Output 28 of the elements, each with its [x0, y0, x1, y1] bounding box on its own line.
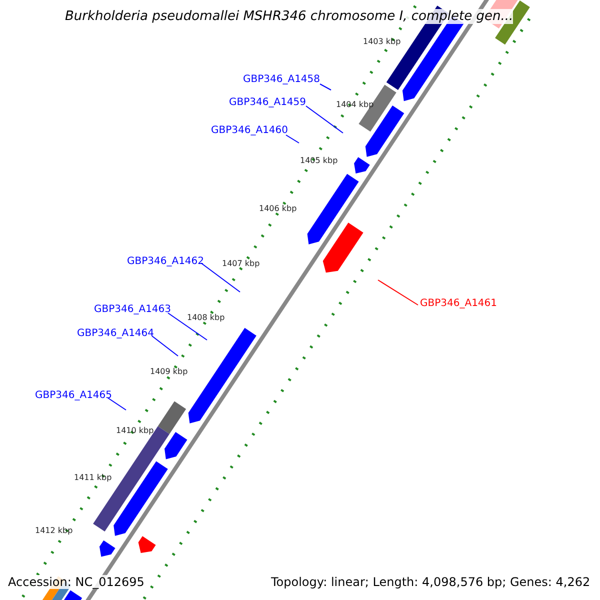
leader-line — [306, 106, 344, 134]
leader-line — [152, 336, 178, 356]
scale-label: 1412 kbp — [35, 526, 73, 535]
genome-summary-note: Topology: linear; Length: 4,098,576 bp; Genes: 4,262 — [271, 575, 590, 589]
scale-label: 1403 kbp — [363, 37, 401, 46]
gene-label: GBP346_A1461 — [420, 298, 498, 309]
scale-label: 1411 kbp — [74, 473, 112, 482]
scale-label: 1407 kbp — [222, 259, 260, 268]
gene-label: GBP346_A1463 — [94, 304, 172, 315]
leader-line — [320, 84, 332, 90]
gene-label: GBP346_A1464 — [77, 328, 154, 339]
leader-line — [168, 312, 208, 340]
scale-label: 1405 kbp — [300, 156, 338, 165]
title: Burkholderia pseudomallei MSHR346 chromosome I, complete gen... — [65, 9, 514, 24]
scale-label: 1406 kbp — [259, 204, 297, 213]
gene-label: GBP346_A1460 — [211, 125, 288, 136]
leader-line — [378, 280, 418, 306]
leader-line — [108, 398, 126, 410]
gene-label: GBP346_A1462 — [127, 256, 204, 267]
scale-label: 1410 kbp — [116, 426, 154, 435]
scale-label: 1409 kbp — [150, 367, 188, 376]
scale-label: 1408 kbp — [187, 313, 225, 322]
leader-line — [200, 262, 240, 292]
leader-line — [286, 134, 300, 144]
accession-note: Accession: NC_012695 — [8, 575, 144, 589]
gene-label: GBP346_A1458 — [243, 74, 320, 85]
gene-label: GBP346_A1459 — [229, 97, 306, 108]
gene-label: GBP346_A1465 — [35, 390, 112, 401]
